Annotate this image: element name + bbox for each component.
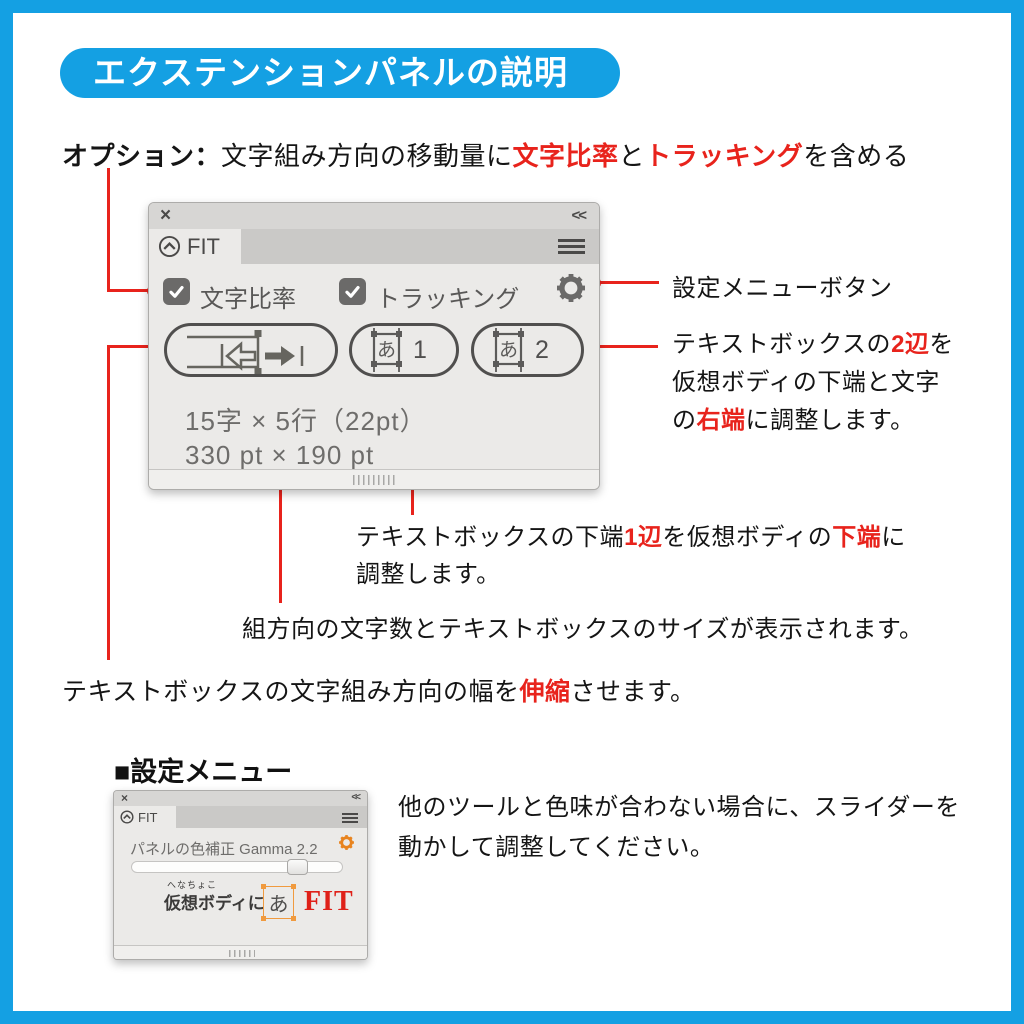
- char-count-info: 15字 × 5行（22pt）: [185, 406, 427, 436]
- stretch-width-icon: [187, 329, 304, 374]
- settings-panel-header: × <<: [114, 791, 367, 806]
- ah-selection-box: あ: [261, 884, 296, 921]
- annotation-two-edges: テキストボックスの2辺を 仮想ボディの下端と文字 の右端に調整します。: [672, 331, 954, 434]
- settings-panel: × << FIT パネルの色補正 Gamma 2.2: [113, 790, 368, 960]
- collapse-icon[interactable]: <<: [571, 207, 586, 224]
- checkbox-mojihiritsu[interactable]: [163, 278, 190, 305]
- ruby-text: へなちょこ: [167, 880, 218, 890]
- resize-grip[interactable]: [229, 950, 255, 957]
- connector-btn2-h: [592, 345, 658, 348]
- panel-menu-icon[interactable]: [342, 813, 358, 823]
- annotation-size-info: 組方向の文字数とテキストボックスのサイズが表示されます。: [242, 616, 924, 643]
- option-label: オプション：: [62, 141, 222, 171]
- settings-menu-heading: ■設定メニュー: [114, 757, 293, 787]
- check-icon: [169, 285, 184, 298]
- fit-two-edges-button[interactable]: あ 2: [471, 323, 584, 377]
- resize-grip[interactable]: [353, 475, 397, 485]
- annotation-one-edge: テキストボックスの下端1辺を仮想ボディの下端に 調整します。: [356, 524, 906, 588]
- fit-panel: × << FIT: [148, 202, 600, 490]
- tab-fit[interactable]: FIT: [149, 229, 241, 264]
- connector-option-h: [107, 289, 153, 292]
- option-line: オプション：文字組み方向の移動量に文字比率とトラッキングを含める: [62, 141, 910, 171]
- fit-width-button[interactable]: [164, 323, 338, 377]
- connector-stretch-v: [107, 345, 110, 660]
- page-title-text: エクステンションパネルの説明: [93, 54, 569, 91]
- fit-logo-icon: [120, 810, 134, 824]
- page-title: エクステンションパネルの説明: [60, 48, 620, 98]
- fit-panel-tabstrip: FIT: [149, 229, 599, 264]
- annotation-stretch: テキストボックスの文字組み方向の幅を伸縮させます。: [62, 678, 696, 706]
- fit-one-edge-button[interactable]: あ 1: [349, 323, 459, 377]
- fit-panel-body: 文字比率 トラッキング: [149, 264, 599, 470]
- settings-panel-tabstrip: FIT: [114, 806, 367, 828]
- button-number: 2: [535, 335, 549, 364]
- checkbox-tracking[interactable]: [339, 278, 366, 305]
- checkbox-mojihiritsu-label[interactable]: 文字比率: [200, 286, 296, 313]
- collapse-icon[interactable]: <<: [351, 792, 361, 803]
- gear-icon[interactable]: [338, 834, 355, 851]
- fit-panel-header: × <<: [149, 203, 599, 229]
- svg-text:あ: あ: [499, 340, 518, 361]
- fit-logo-icon: [158, 235, 181, 258]
- gear-icon[interactable]: [555, 272, 587, 304]
- close-icon[interactable]: ×: [121, 791, 129, 805]
- page-content: エクステンションパネルの説明 オプション：文字組み方向の移動量に文字比率とトラッ…: [13, 13, 1011, 1011]
- gamma-slider-thumb[interactable]: [287, 859, 308, 875]
- svg-text:あ: あ: [377, 340, 396, 361]
- textbox-handles-icon: あ: [371, 328, 402, 372]
- gamma-slider[interactable]: [131, 859, 343, 875]
- virtual-body-text: 仮想ボディに: [164, 894, 265, 913]
- close-icon[interactable]: ×: [160, 205, 172, 226]
- annotation-settings-button: 設定メニューボタン: [672, 275, 893, 302]
- tab-fit-label: FIT: [138, 809, 158, 825]
- settings-description: 他のツールと色味が合わない場合に、スライダーを 動かして調整してください。: [398, 794, 960, 861]
- settings-panel-footer: [114, 945, 367, 959]
- panel-menu-icon[interactable]: [558, 239, 585, 254]
- gamma-label: パネルの色補正 Gamma 2.2: [130, 841, 318, 858]
- fit-panel-footer: [149, 469, 599, 489]
- check-icon: [345, 285, 360, 298]
- connector-stretch-h: [107, 345, 175, 348]
- tab-fit-label: FIT: [187, 233, 220, 259]
- connector-size-v: [279, 466, 282, 603]
- textbox-handles-icon: あ: [493, 328, 524, 372]
- button-number: 1: [413, 335, 427, 364]
- tab-fit[interactable]: FIT: [114, 806, 176, 828]
- checkbox-tracking-label[interactable]: トラッキング: [376, 286, 520, 313]
- connector-option-v: [107, 168, 110, 292]
- settings-panel-body: パネルの色補正 Gamma 2.2 へなちょこ 仮想ボディに あ: [114, 828, 367, 945]
- box-size-info: 330 pt × 190 pt: [185, 440, 375, 470]
- connector-gear-h: [597, 281, 659, 284]
- fit-logo-text: FIT: [304, 886, 354, 917]
